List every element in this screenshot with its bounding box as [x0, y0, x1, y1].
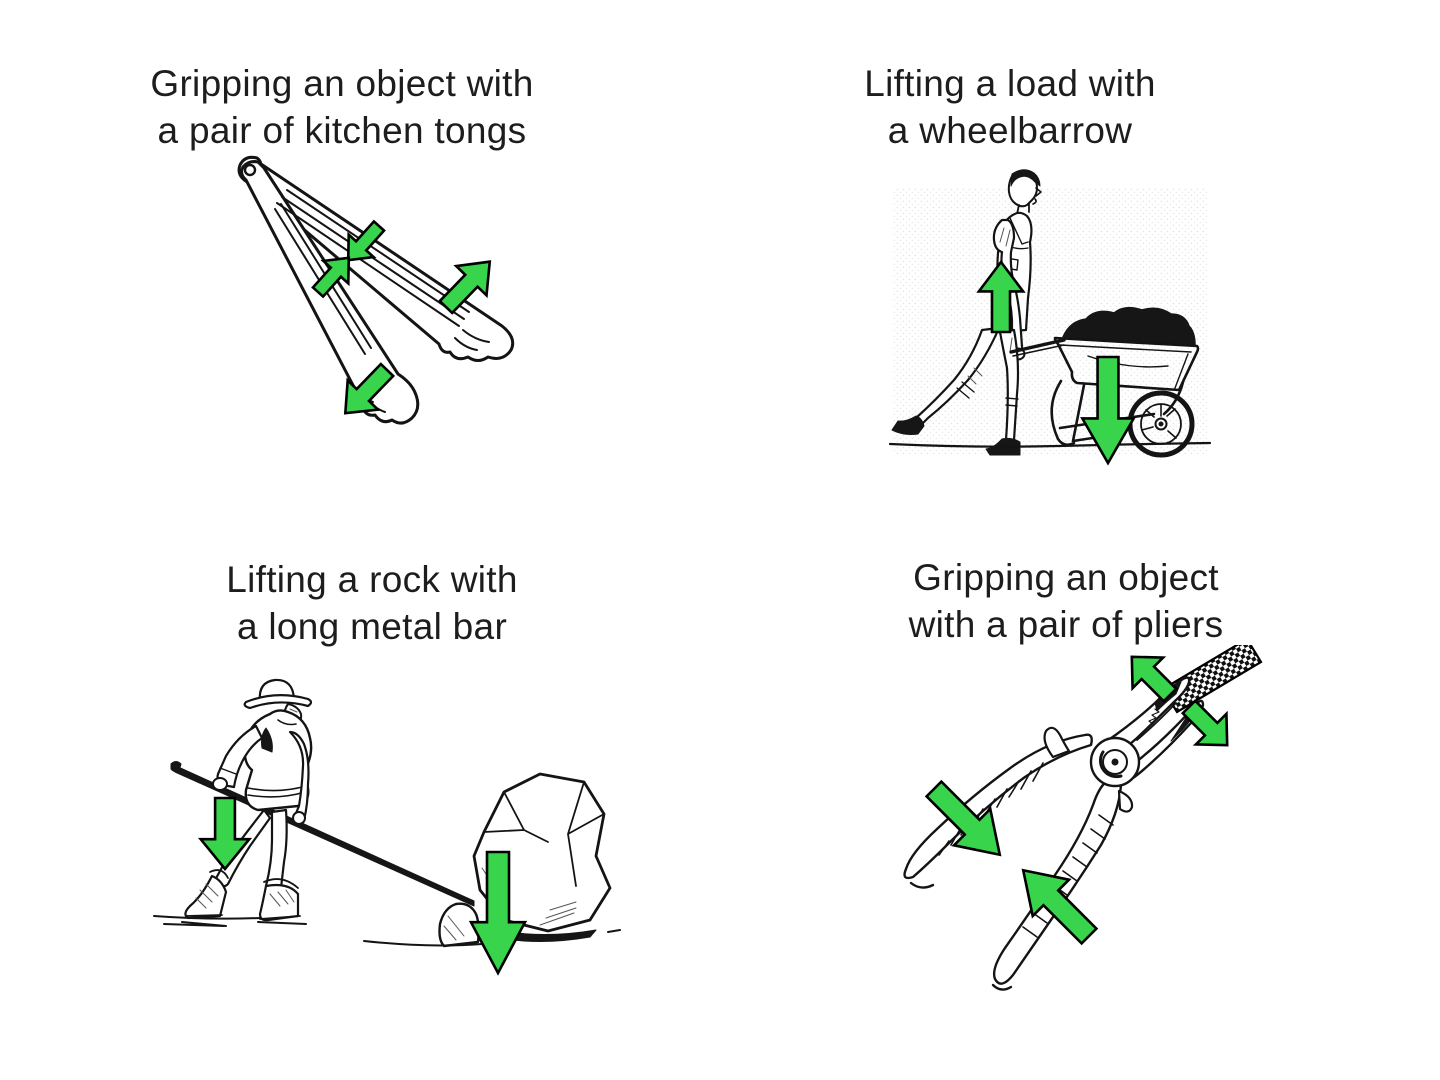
lower-tip-force-arrow [329, 354, 404, 429]
man-face-profile [1032, 187, 1042, 205]
man-clothing-hatch [967, 227, 1013, 385]
man-hat-crown [258, 678, 296, 703]
rock-base-shadow [487, 927, 597, 942]
man-back-shoe [891, 415, 925, 435]
upper-tip-force-arrow [429, 246, 506, 323]
sketch-halftone-background [892, 188, 1208, 456]
wheelbarrow-title-line1: Lifting a load with [864, 63, 1156, 104]
lower-handle [992, 776, 1123, 985]
lower-arm-squeeze-arrow [304, 245, 362, 304]
wheelbarrow-title-line2: a wheelbarrow [887, 110, 1133, 151]
man-left-hand [212, 777, 228, 791]
lower-jaw-force-arrow [1172, 690, 1244, 762]
upper-handle [903, 733, 1093, 880]
kitchen-tongs-illustration [237, 155, 515, 429]
pliers-illustration [903, 645, 1263, 991]
man-left-leg [212, 808, 272, 888]
lower-jaw [1125, 699, 1205, 780]
tongs-title: Gripping an object with a pair of kitche… [57, 60, 627, 154]
man-head [283, 703, 303, 727]
man-front-leg [998, 328, 1020, 442]
lower-handle-flare [1117, 789, 1134, 813]
metal-bar [170, 761, 475, 907]
tongs-arm-detail-lines [274, 189, 490, 413]
pliers-title-line2: with a pair of pliers [908, 604, 1224, 645]
pliers-handles [903, 726, 1134, 991]
upper-handle-squeeze-arrow [914, 769, 1020, 875]
lever-man-figure [184, 678, 313, 922]
lower-handle-tip-edge [991, 983, 1013, 991]
man-hand [1010, 347, 1026, 361]
wheelbarrow-title: Lifting a load with a wheelbarrow [760, 60, 1260, 154]
tongs-lower-arm [240, 160, 420, 425]
upper-arm-squeeze-arrow [335, 214, 393, 273]
ground-strokes [153, 915, 621, 947]
man-right-arm [288, 730, 310, 823]
lever-title-line1: Lifting a rock with [226, 559, 518, 600]
lever-illustration [153, 678, 621, 975]
man-right-leg [264, 808, 288, 890]
tongs-title-line1: Gripping an object with [150, 63, 534, 104]
wheelbarrow-handle [1009, 338, 1066, 354]
push-down-on-bar-arrow [199, 796, 251, 871]
pliers-jaws [1105, 676, 1205, 780]
lever-title-line2: a long metal bar [236, 606, 508, 647]
man-front-shoe [985, 437, 1021, 456]
lever-title: Lifting a rock with a long metal bar [112, 556, 632, 650]
lift-at-handles-arrow [977, 260, 1025, 334]
man-left-boot [184, 874, 228, 920]
man-head [1007, 171, 1038, 208]
man-torso-shirt [243, 709, 313, 812]
tongs-upper-arm [237, 155, 515, 362]
upper-jaw-accent [1154, 681, 1182, 712]
wheelbarrow-illustration [888, 169, 1212, 465]
jaw-serrations [1148, 708, 1160, 725]
wheelbarrow-man-figure [891, 169, 1042, 456]
upper-handle-thumb-flare [1043, 726, 1071, 759]
tongs-hinge-rivet [243, 163, 257, 177]
pliers-pivot [1089, 736, 1141, 788]
boot-hatch [195, 883, 295, 909]
wheelbarrow-frame [1050, 379, 1185, 447]
rock-weight-arrow [469, 850, 527, 975]
man-vest-shading [261, 727, 273, 753]
man-right-hand [292, 811, 306, 825]
man-hair [1010, 169, 1041, 187]
wheelbarrow-wheel [1127, 390, 1195, 458]
lower-handle-ribs [1022, 814, 1114, 938]
load-weight-arrow [1080, 355, 1136, 465]
gripped-object-bar [1161, 645, 1263, 714]
fulcrum-stone [438, 902, 480, 948]
man-right-boot [258, 883, 300, 922]
ground-line [888, 441, 1212, 448]
jaw-gap-line [1136, 702, 1177, 741]
lower-jaw-accent [1170, 706, 1198, 742]
man-hat-brim [243, 694, 313, 710]
man-left-arm [216, 724, 264, 789]
large-rock [472, 772, 612, 942]
pliers-title: Gripping an object with a pair of pliers [816, 554, 1316, 648]
upper-handle-ribs [938, 762, 1044, 856]
pliers-title-line1: Gripping an object [913, 557, 1219, 598]
wheelbarrow-load [1062, 306, 1196, 346]
wheelbarrow [1009, 306, 1200, 458]
man-torso-overalls [993, 211, 1033, 334]
tongs-title-line2: a pair of kitchen tongs [157, 110, 527, 151]
upper-handle-tip-edge [909, 881, 935, 889]
lower-handle-squeeze-arrow [1003, 850, 1109, 956]
upper-jaw [1105, 676, 1191, 759]
man-back-leg [914, 326, 1001, 428]
upper-jaw-force-arrow [1115, 645, 1187, 712]
man-arm [992, 218, 1024, 357]
wheelbarrow-tray [1053, 336, 1200, 392]
